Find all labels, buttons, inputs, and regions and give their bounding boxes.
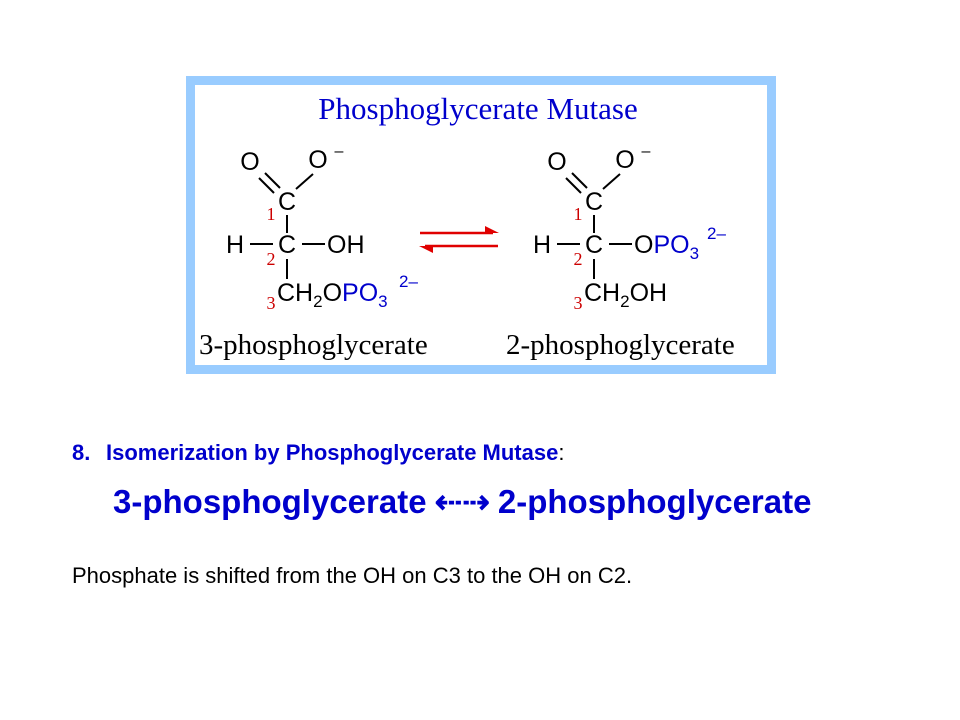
left-o-double: O (240, 148, 259, 176)
left-c1: C (278, 188, 296, 216)
molecule-2-phosphoglycerate: O O – C 1 H C OPO3 2– 2 3 CH2OH 2-phosph… (506, 143, 735, 361)
right-phosphate-charge: 2– (707, 224, 726, 243)
explanation-note: Phosphate is shifted from the OH on C3 t… (72, 563, 633, 588)
right-c3-group: CH2OH (584, 279, 667, 311)
step-colon: : (558, 440, 565, 465)
left-double-bond-b (258, 177, 275, 194)
step-title: Isomerization by Phosphoglycerate Mutase (106, 440, 559, 465)
right-double-bond-a (571, 172, 588, 189)
right-single-bond-o (602, 173, 621, 190)
right-h: H (533, 231, 551, 259)
equilibrium-arrows (419, 226, 499, 253)
left-c3-group: CH2OPO3 (277, 279, 388, 311)
reverse-arrow-head (419, 246, 433, 253)
step-heading: 8. Isomerization by Phosphoglycerate Muta… (72, 440, 564, 466)
right-c2: C (585, 231, 603, 259)
right-minus-sign: – (642, 143, 651, 160)
figure-frame: Phosphoglycerate Mutase O O – C 1 H C OH… (186, 76, 776, 374)
right-num-2: 2 (574, 249, 583, 269)
left-oh: OH (327, 231, 365, 259)
equation-reactant: 3-phosphoglycerate (113, 483, 427, 520)
left-num-3: 3 (267, 293, 276, 313)
molecule-3-phosphoglycerate: O O – C 1 H C OH 2 3 CH2OPO3 2– 3-phosph… (199, 143, 428, 361)
left-minus-sign: – (335, 143, 344, 160)
right-molecule-name: 2-phosphoglycerate (506, 329, 735, 361)
equilibrium-arrows-icon: ⇠⇢ (434, 483, 490, 520)
figure-title: Phosphoglycerate Mutase (318, 91, 637, 126)
left-num-1: 1 (267, 204, 276, 224)
step-number: 8. (72, 440, 91, 465)
forward-arrow-head (485, 226, 499, 233)
reaction-equation: 3-phosphoglycerate⇠⇢2-phosphoglycerate (113, 482, 811, 521)
left-o-minus: O (308, 146, 327, 174)
left-num-2: 2 (267, 249, 276, 269)
right-num-1: 1 (574, 204, 583, 224)
left-single-bond-o (295, 173, 314, 190)
right-o-minus: O (615, 146, 634, 174)
right-c1: C (585, 188, 603, 216)
equation-product: 2-phosphoglycerate (497, 483, 812, 520)
right-o-double: O (547, 148, 566, 176)
left-c2: C (278, 231, 296, 259)
left-phosphate-charge: 2– (399, 272, 418, 291)
right-phosphate-group: OPO3 (634, 231, 699, 263)
left-double-bond-a (264, 172, 281, 189)
right-num-3: 3 (574, 293, 583, 313)
left-molecule-name: 3-phosphoglycerate (199, 329, 428, 361)
left-h: H (226, 231, 244, 259)
reaction-diagram: Phosphoglycerate Mutase O O – C 1 H C OH… (199, 91, 735, 361)
right-double-bond-b (565, 177, 582, 194)
